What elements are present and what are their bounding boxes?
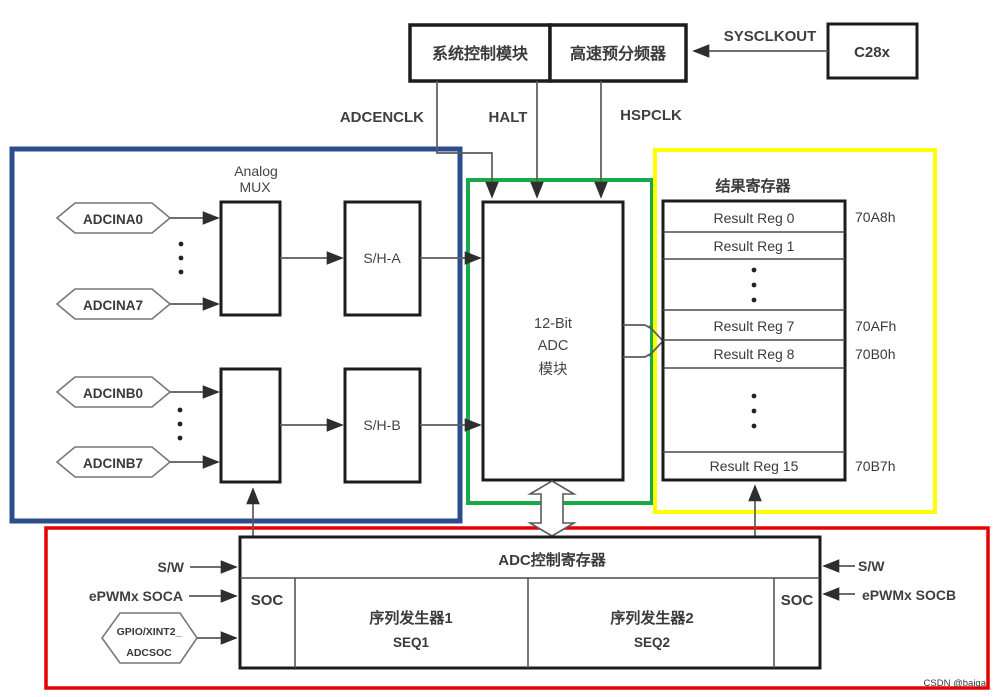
analog-mux-label-line1: Analog [234, 163, 278, 179]
soc-left-label: SOC [251, 592, 284, 609]
adcina7-label: ADCINA7 [83, 298, 143, 313]
analog-mux-label-line2: MUX [239, 179, 271, 195]
adcinb0-label: ADCINB0 [83, 386, 143, 401]
addr-70afh: 70AFh [855, 318, 896, 334]
result-reg-15: Result Reg 15 [710, 458, 799, 474]
system-control-module-box [408, 23, 552, 83]
analog-input-section: Analog MUX ADCINA0 ADCINA7 ADCINB0 ADCIN… [55, 163, 482, 537]
adc-module-label-line2: ADC [538, 338, 569, 354]
gpio-xint2-label-line2: ADCSOC [126, 647, 172, 659]
result-frame-yellow [653, 148, 937, 514]
control-box-cell-dividers [294, 578, 775, 668]
sequencer2-id: SEQ2 [634, 635, 670, 650]
analog-input-frame-blue [9, 146, 463, 524]
addr-70b7h: 70B7h [855, 458, 895, 474]
epwmx-soca-label: ePWMx SOCA [89, 588, 183, 604]
ellipsis-dots-a [178, 241, 184, 275]
sequencer1-name: 序列发生器1 [369, 609, 452, 627]
adc-module-label-line3: 模块 [539, 361, 568, 378]
sequencer1-id: SEQ1 [393, 635, 430, 650]
high-speed-prescaler-box [548, 23, 688, 83]
sample-hold-b-label: S/H-B [363, 417, 400, 433]
adcinb7-label: ADCINB7 [83, 456, 143, 471]
watermark: CSDN @baiga [924, 678, 987, 689]
result-registers-title: 结果寄存器 [715, 177, 791, 195]
sysclkout-label: SYSCLKOUT [724, 28, 817, 45]
sample-hold-a-label: S/H-A [363, 250, 401, 266]
gpio-xint2-label-line1: GPIO/XINT2_ [117, 626, 182, 638]
adcenclk-line [436, 81, 499, 199]
adcenclk-label: ADCENCLK [340, 109, 424, 126]
analog-mux-b-box [219, 367, 282, 484]
adc-control-bidirectional-arrow [527, 480, 577, 537]
soc-right-label: SOC [781, 592, 814, 609]
c28x-label: C28x [854, 44, 891, 61]
hspclk-label: HSPCLK [620, 107, 682, 124]
ellipsis-dots-b [177, 407, 183, 441]
result-reg-1: Result Reg 1 [714, 238, 795, 254]
addr-70b0h: 70B0h [855, 346, 895, 362]
high-speed-prescaler-label: 高速预分频器 [570, 44, 667, 63]
result-reg-7: Result Reg 7 [714, 318, 795, 334]
analog-mux-a-box [219, 200, 282, 317]
adcina0-label: ADCINA0 [83, 212, 143, 227]
adc-module-label-line1: 12-Bit [534, 316, 572, 332]
sw-right-label: S/W [858, 558, 885, 574]
result-reg-0: Result Reg 0 [714, 210, 795, 226]
adc-control-register-title: ADC控制寄存器 [498, 551, 606, 569]
result-register-section: 结果寄存器 Result Reg 0 Result Reg 1 Result R… [661, 177, 896, 537]
control-register-section: ADC控制寄存器 SOC SOC 序列发生器1 SEQ1 序列发生器2 SEQ2… [89, 535, 956, 670]
control-frame-red [44, 526, 990, 690]
c28x-box [826, 22, 919, 80]
sw-left-label: S/W [158, 559, 185, 575]
adc-core-section: 12-Bit ADC 模块 [481, 200, 665, 537]
sequencer2-name: 序列发生器2 [610, 609, 693, 627]
result-reg-8: Result Reg 8 [714, 346, 795, 362]
clock-section: 系统控制模块 高速预分频器 C28x SYSCLKOUT ADCENCLK HA… [340, 22, 919, 199]
analog-signal-arrows [170, 211, 482, 469]
halt-label: HALT [489, 109, 528, 126]
result-ellipsis-dots [751, 267, 757, 429]
system-control-module-label: 系统控制模块 [432, 44, 529, 63]
addr-70a8h: 70A8h [855, 209, 895, 225]
adc-control-register-box [238, 535, 822, 670]
result-table-dividers [663, 231, 845, 453]
epwmx-socb-label: ePWMx SOCB [862, 587, 956, 603]
adc-module-box [481, 200, 625, 482]
